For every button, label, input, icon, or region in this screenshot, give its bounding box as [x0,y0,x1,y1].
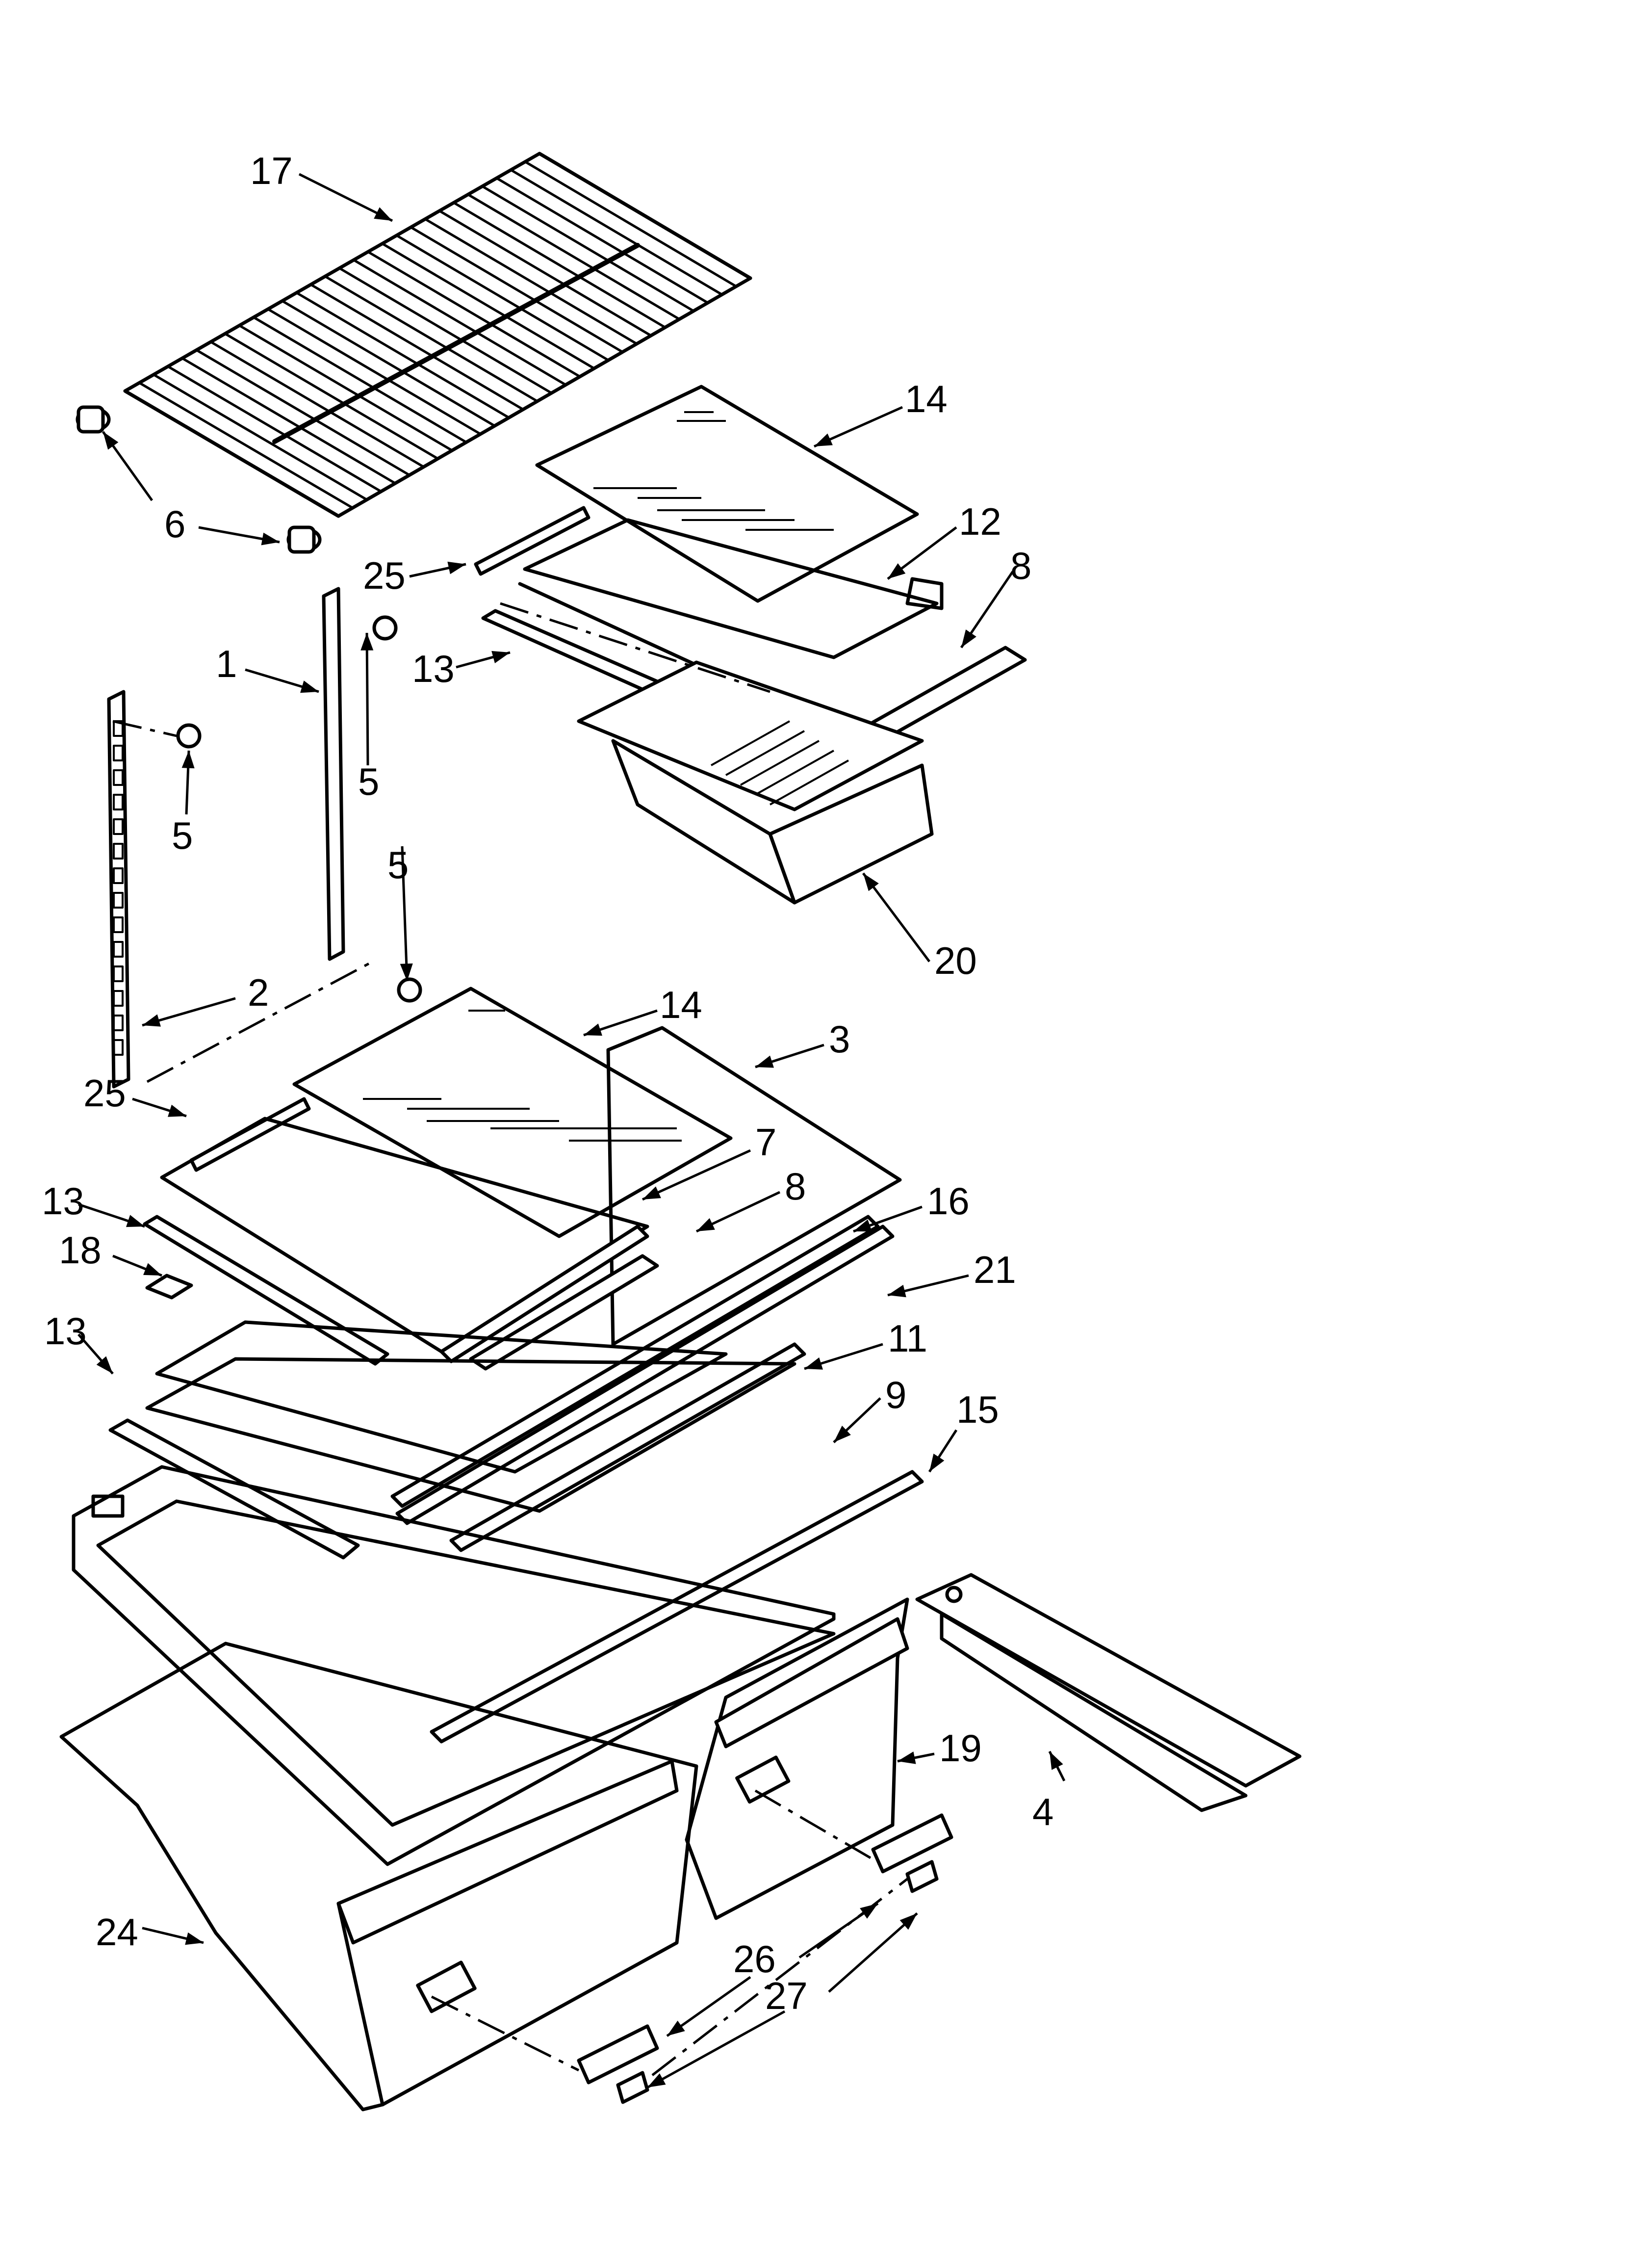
screw-part-5 [176,615,422,1003]
callout-18: 18 [59,1228,102,1272]
callout-9: 9 [885,1373,906,1416]
shelf-track-part-2 [107,690,130,1089]
callout-13: 13 [42,1179,84,1223]
callout-19: 19 [939,1726,982,1770]
callout-26: 26 [733,1937,776,1981]
callout-20: 20 [934,939,977,982]
callout-14: 14 [905,377,948,420]
callout-2: 2 [248,971,269,1014]
callout-8: 8 [785,1165,806,1208]
callout-21: 21 [974,1248,1016,1291]
shelf-frame-lower [108,1097,924,1744]
callout-5: 5 [358,760,379,803]
glass-shelf-part-14-upper [535,385,919,603]
callout-3: 3 [829,1017,850,1061]
callout-17: 17 [250,149,293,192]
callout-27: 27 [765,1974,808,2017]
callout-12: 12 [959,500,1001,543]
callout-6: 6 [164,502,185,546]
callout-labels: 17 14 6 12 8 25 1 13 5 5 5 20 2 14 3 25 … [42,149,1053,2017]
callout-16: 16 [927,1179,970,1223]
callout-24: 24 [96,1910,138,1954]
callout-5: 5 [172,814,193,857]
callout-7: 7 [755,1121,776,1164]
callout-1: 1 [216,642,237,685]
glass-shelf-part-14-lower [292,987,733,1238]
callout-13: 13 [412,647,455,690]
clip-part-26 [577,1813,953,2085]
wire-shelf-part-17 [123,152,752,518]
crisper-cover-base [72,1465,836,1866]
clip-part-27 [616,1860,939,2104]
callout-13: 13 [44,1309,87,1353]
callout-14: 14 [660,983,702,1026]
shelf-stop-part-6 [76,405,322,554]
leader-lines [77,173,1066,2089]
callout-8: 8 [1010,544,1031,587]
drawer-part-20 [577,660,934,905]
callout-15: 15 [956,1388,999,1431]
callout-11: 11 [888,1317,927,1360]
callout-25: 25 [83,1071,126,1115]
callout-25: 25 [363,554,406,597]
drawer-part-24 [59,1642,698,2112]
callout-5: 5 [387,843,409,886]
callout-4: 4 [1032,1790,1053,1833]
shelf-track-part-1 [322,587,345,961]
rail-part-4 [915,1573,1302,1812]
